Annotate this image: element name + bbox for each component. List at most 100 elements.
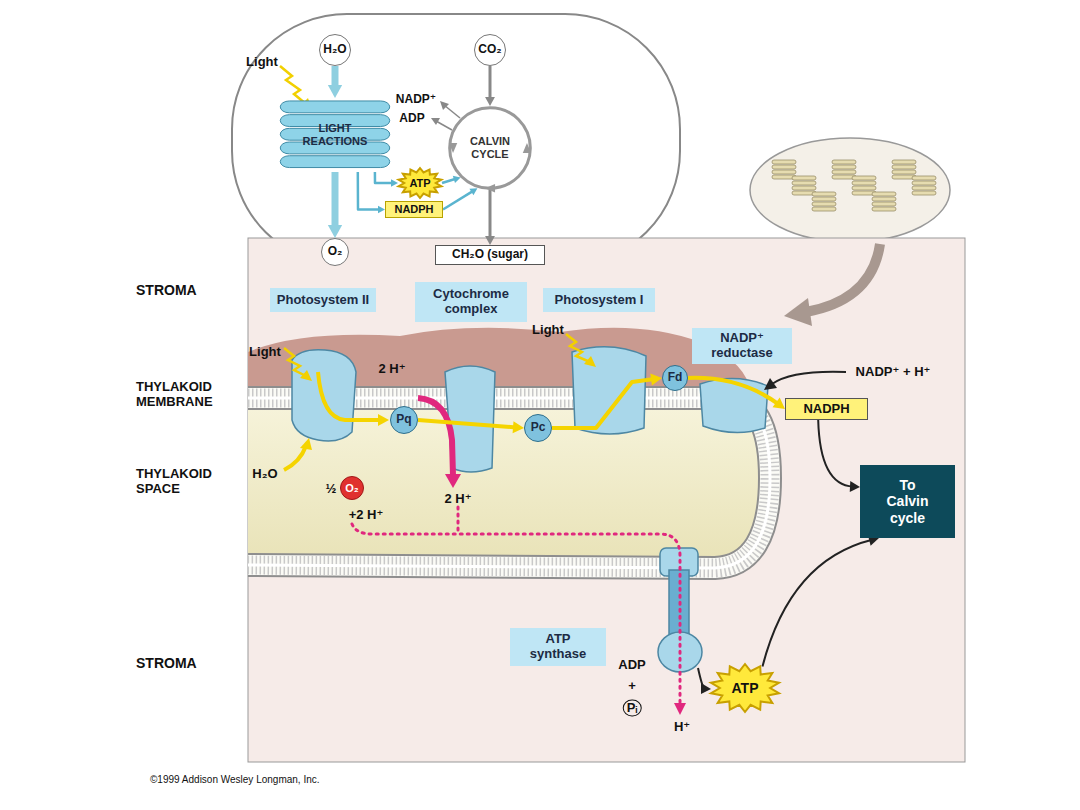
node-text: NADPH [803,402,849,417]
node-text: Fd [668,371,683,385]
connector-line [358,172,380,210]
text-label: H⁺ [674,720,690,735]
atp-star: ATP [710,664,780,712]
nadph-box: NADPH [385,201,443,218]
arrow-connector [763,535,880,666]
connector-line [418,420,516,427]
text-label: H₂O [252,467,277,482]
label-box: ATP synthase [510,628,606,666]
text-label: 2 H⁺ [378,362,405,377]
granum-disc [812,207,836,211]
light-zigzag [284,348,306,376]
light-zigzag [566,334,590,362]
molecule-circle: O₂ [321,238,349,266]
thylakoid-disc [280,101,389,113]
arrowhead [469,188,477,195]
arrow-connector [485,66,495,106]
node-text: ATP [409,177,430,190]
label-box: NADP⁺ reductase [692,328,792,364]
connector-line [442,179,456,183]
node-text: O₂ [345,482,358,495]
light-head [584,356,596,367]
text-label: ½ [326,482,337,497]
zoom-arrow-head [784,298,812,326]
connector-line [818,420,853,487]
nadp-arrow-head [764,378,777,390]
cycle-arrowhead [485,184,495,192]
granum-disc [852,176,876,180]
nadp-arrow [772,372,846,384]
granum-disc [772,170,796,174]
arrowhead [485,97,495,106]
nadph-box: NADPH [785,398,868,420]
arrow-connector [443,188,477,209]
proton-pump-arrow [418,398,453,476]
node-text: Photosystem II [277,293,369,308]
arrowhead [391,179,398,187]
granum-disc [872,192,896,196]
arrowhead [378,206,385,214]
granum-disc [852,186,876,190]
node-text: Photosystem I [555,293,644,308]
arrowhead [650,373,662,385]
granum-disc [892,170,916,174]
node-text: NADP⁺ reductase [697,331,787,361]
text-label: STROMA [136,282,197,298]
text-label: STROMA [136,655,197,671]
cycle-arrowhead [523,143,531,153]
arrow-connector [442,176,461,183]
carrier-circle: Fd [662,365,688,391]
water-electron-path [284,446,306,470]
node-text: ATP [732,680,759,696]
proton-flow-head [674,703,686,715]
panel [248,238,965,762]
connector-line [332,172,339,229]
calvin-target-box: To Calvin cycle [860,465,955,538]
text-label: +2 H⁺ [349,508,384,523]
connector-line [489,66,492,100]
calvin-out-line [436,121,452,130]
proton-pump-head [445,474,461,488]
granum-disc [872,207,896,211]
calvin-out-head [440,101,449,110]
arrowhead [773,398,785,409]
zoom-arrow [806,244,880,312]
node-text: CH₂O (sugar) [452,248,528,262]
label-box: Photosystem II [270,288,376,312]
granum-disc [812,192,836,196]
connector-line [552,379,654,428]
node-text: H₂O [323,43,346,57]
arrowhead [328,225,342,238]
node-text: LIGHT REACTIONS [295,122,375,147]
carrier-circle: Pc [524,414,552,442]
node-text: CO₂ [478,43,501,57]
cycle-ring [450,108,531,189]
molecule-circle: CO₂ [474,34,506,66]
text-label: NADP⁺ + H⁺ [856,365,931,380]
arrowhead [513,421,524,433]
small-chloroplast [750,138,950,242]
text-label: Light [532,323,564,338]
electron-head [300,438,312,450]
granum-disc [892,160,916,164]
granum-disc [792,186,816,190]
text-label: ©1999 Addison Wesley Longman, Inc. [150,774,320,786]
granum-disc [912,186,936,190]
node-text: O₂ [328,245,343,259]
granum-disc [832,170,856,174]
carrier-circle: Pq [390,406,418,434]
atp-out-head [701,683,711,694]
thylakoid-disc [280,156,389,168]
arrow-connector [328,66,342,98]
star-shape [711,664,779,712]
arrow-connector [358,172,385,213]
connector-line [763,540,873,667]
cycle-arrowhead [449,143,457,153]
arrow-connector [485,190,495,245]
text-label: ADP [618,658,645,673]
chloroplast-outline [232,14,680,266]
granum-disc [872,197,896,201]
text-label: ADP [399,112,424,126]
star-shape [399,168,442,198]
